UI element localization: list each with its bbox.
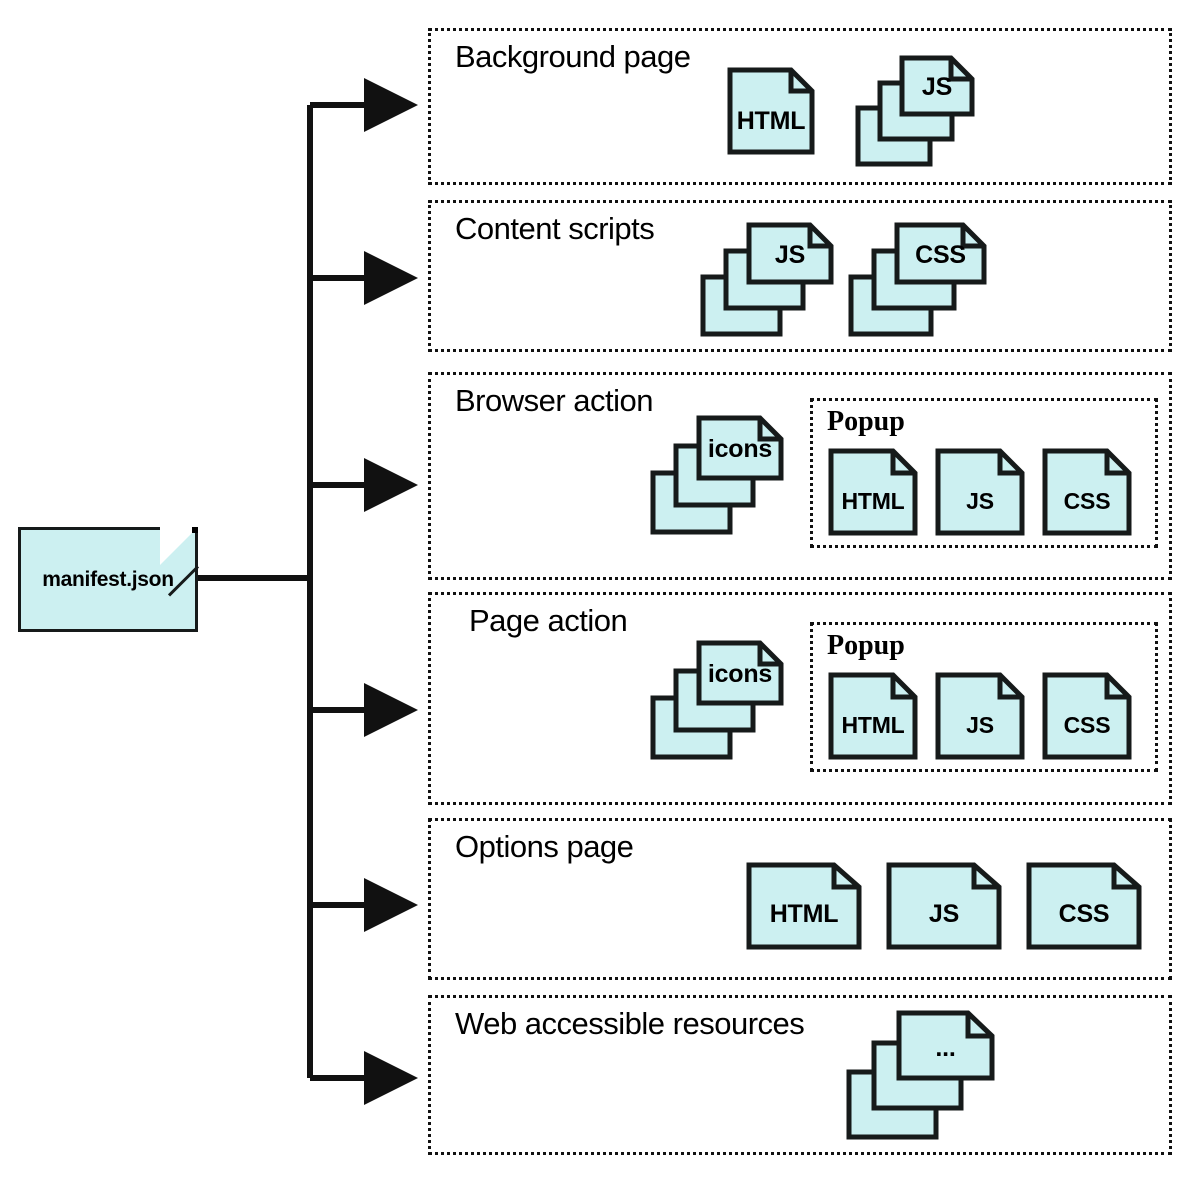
file-html-popup-page-action[interactable]: HTML bbox=[828, 672, 918, 760]
file-icons-stack-page-action[interactable]: icons bbox=[650, 640, 785, 760]
section-title-page-action: Page action bbox=[469, 603, 628, 638]
section-title-browser-action: Browser action bbox=[455, 383, 654, 418]
file-js-popup-browser-action[interactable]: JS bbox=[935, 448, 1025, 536]
section-title-web-accessible-resources: Web accessible resources bbox=[455, 1006, 805, 1041]
file-css-options[interactable]: CSS bbox=[1026, 862, 1142, 950]
manifest-json-node[interactable]: manifest.json bbox=[18, 527, 200, 632]
manifest-json-label: manifest.json bbox=[42, 567, 174, 591]
file-resources-stack[interactable]: ... bbox=[846, 1010, 996, 1140]
document-fold-icon bbox=[160, 527, 198, 565]
section-background-page: Background page bbox=[428, 28, 1172, 185]
section-title-options-page: Options page bbox=[455, 829, 634, 864]
file-html-popup-browser-action[interactable]: HTML bbox=[828, 448, 918, 536]
file-html-options[interactable]: HTML bbox=[746, 862, 862, 950]
section-page-action: Page action bbox=[428, 592, 1172, 805]
section-browser-action: Browser action bbox=[428, 372, 1172, 580]
popup-group-page-action: Popup bbox=[810, 622, 1158, 772]
file-js-options[interactable]: JS bbox=[886, 862, 1002, 950]
file-css-popup-page-action[interactable]: CSS bbox=[1042, 672, 1132, 760]
popup-title-page-action: Popup bbox=[827, 630, 905, 661]
file-js-stack-content[interactable]: JS bbox=[700, 222, 835, 337]
section-title-background-page: Background page bbox=[455, 39, 691, 74]
section-title-content-scripts: Content scripts bbox=[455, 211, 655, 246]
section-web-accessible-resources: Web accessible resources bbox=[428, 995, 1172, 1155]
file-js-stack-background[interactable]: JS bbox=[855, 55, 975, 167]
popup-group-browser-action: Popup bbox=[810, 398, 1158, 548]
popup-title-browser-action: Popup bbox=[827, 406, 905, 437]
section-content-scripts: Content scripts bbox=[428, 200, 1172, 352]
section-options-page: Options page bbox=[428, 818, 1172, 980]
file-icons-stack-browser-action[interactable]: icons bbox=[650, 415, 785, 535]
file-js-popup-page-action[interactable]: JS bbox=[935, 672, 1025, 760]
file-html-background[interactable]: HTML bbox=[727, 67, 815, 155]
file-css-stack-content[interactable]: CSS bbox=[848, 222, 988, 337]
file-css-popup-browser-action[interactable]: CSS bbox=[1042, 448, 1132, 536]
